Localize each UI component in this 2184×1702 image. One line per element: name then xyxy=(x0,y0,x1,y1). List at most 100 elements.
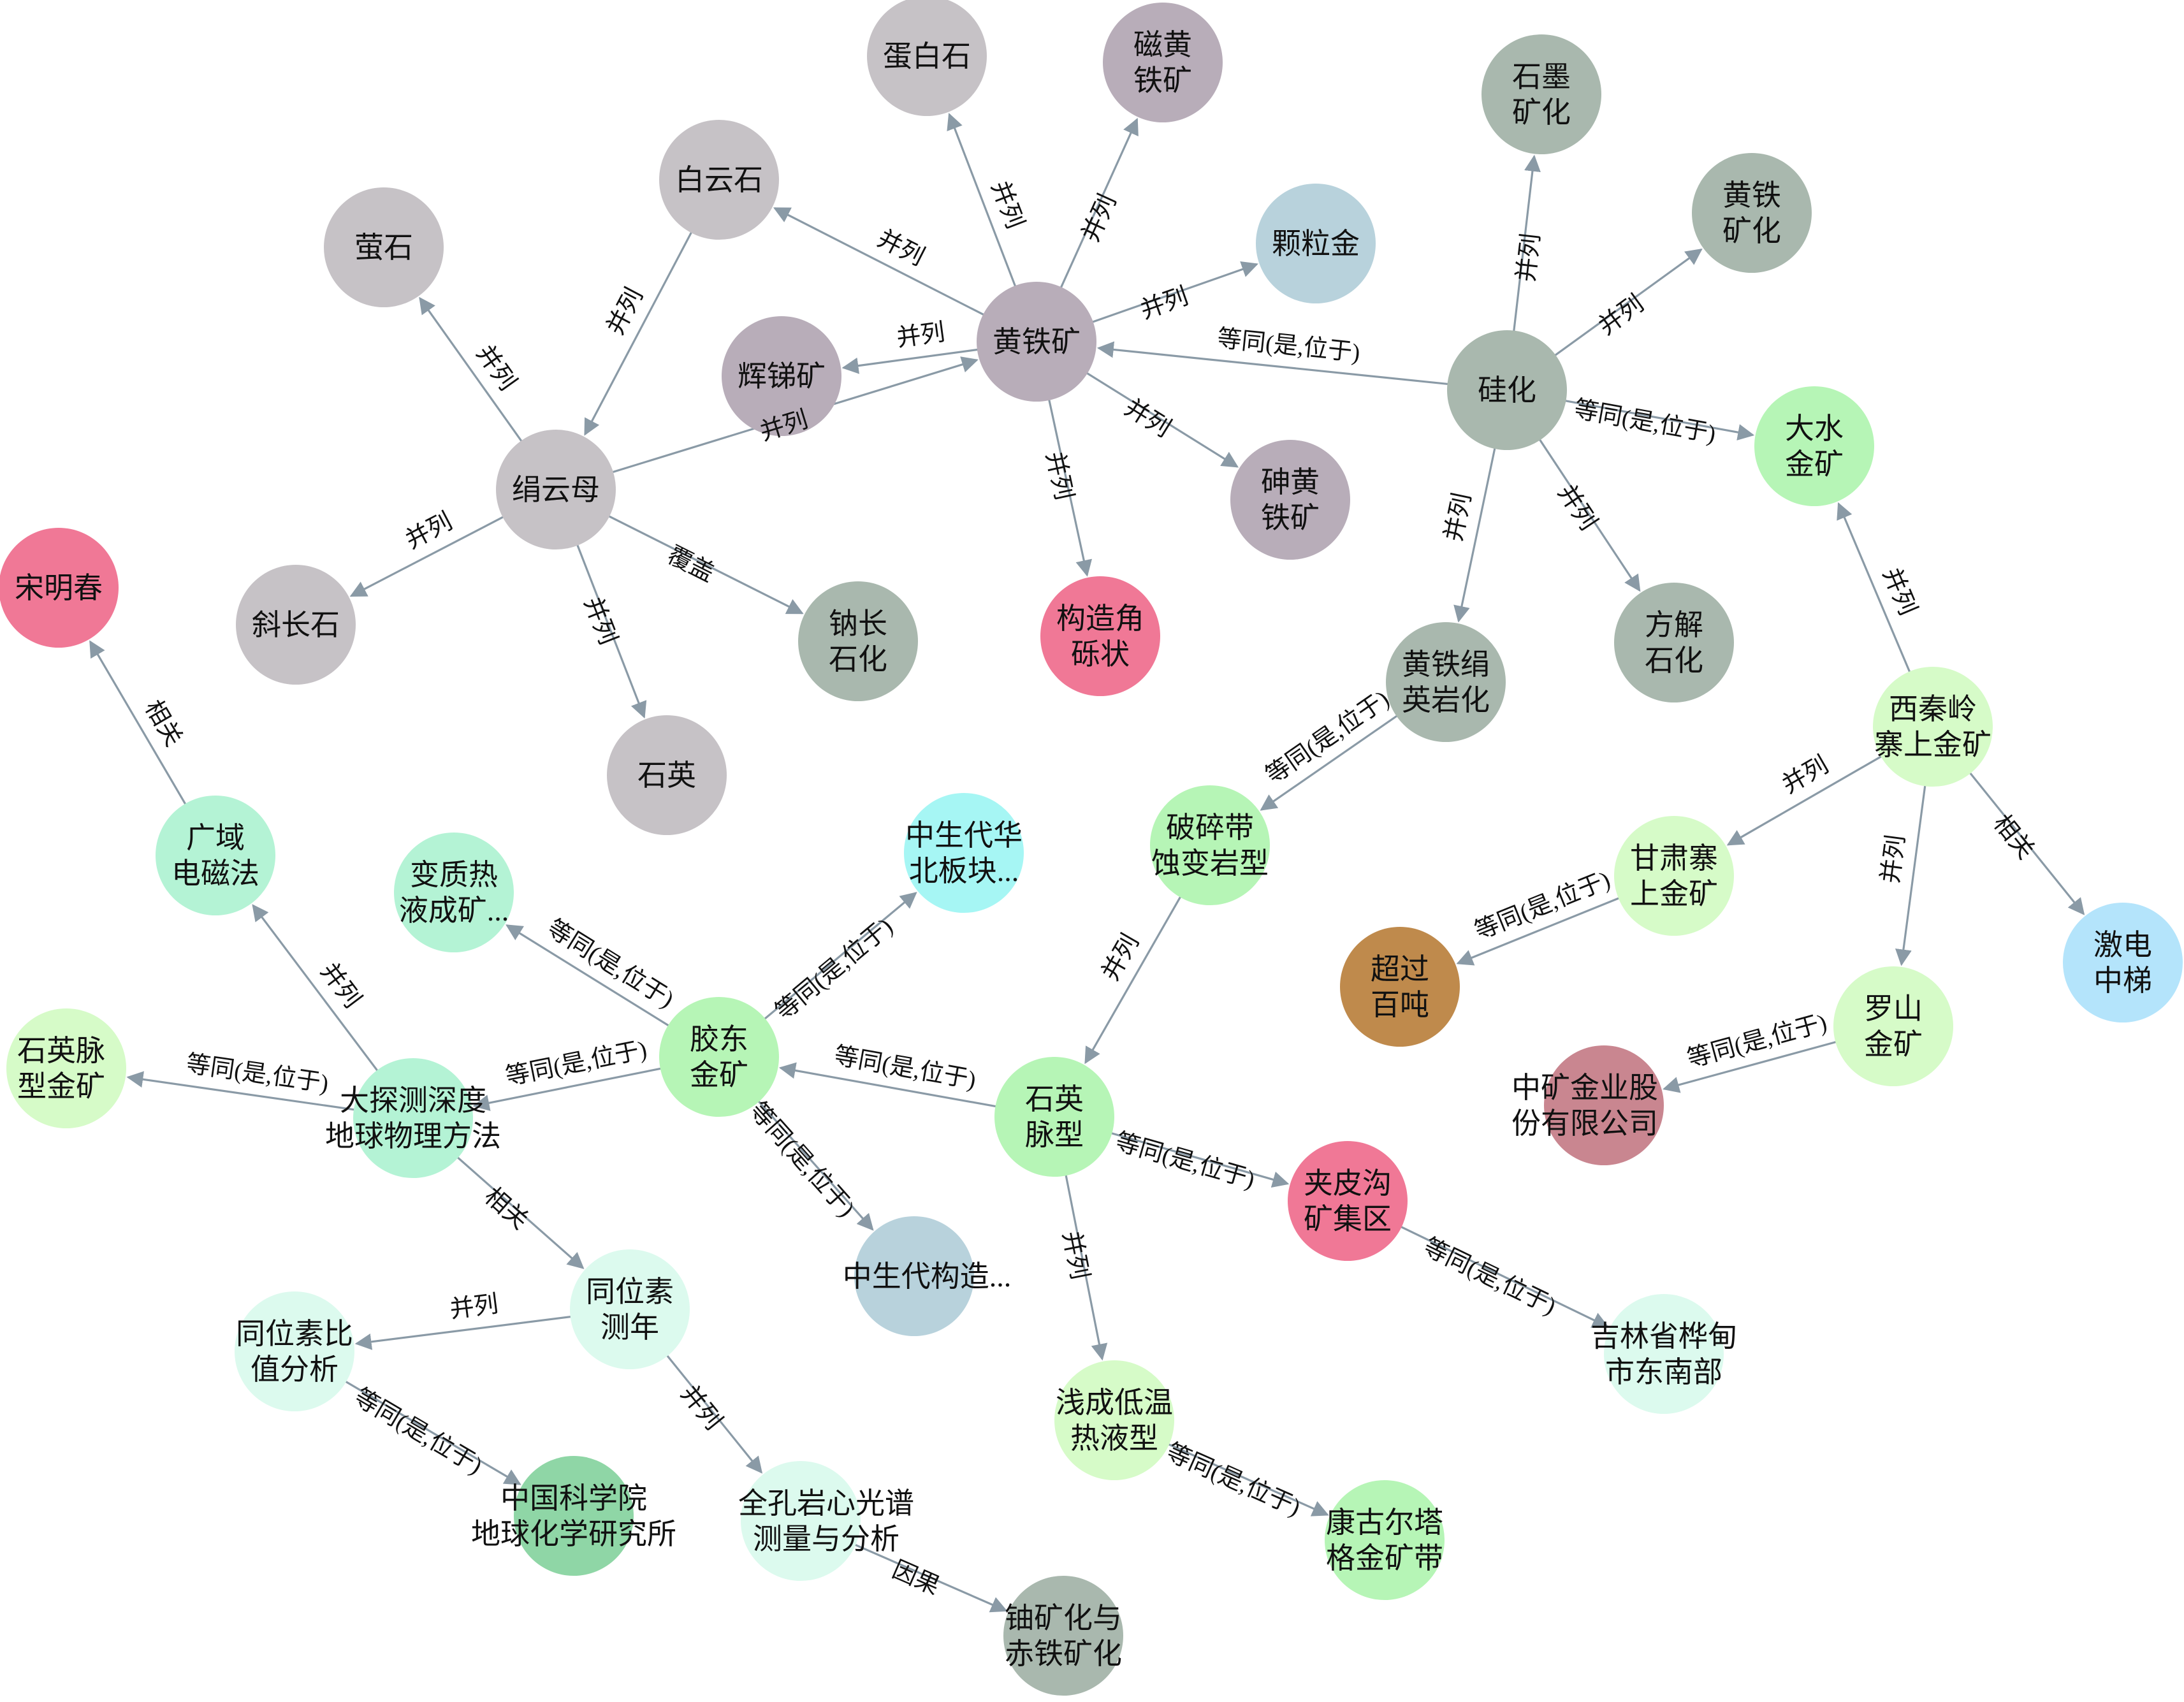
node-circle[interactable] xyxy=(236,565,356,685)
node-circle[interactable] xyxy=(904,793,1024,913)
node-circle[interactable] xyxy=(1150,785,1270,905)
edge-label: 等同(是,位于) xyxy=(1419,1233,1560,1320)
node-circle[interactable] xyxy=(1054,1360,1174,1480)
node-circle[interactable] xyxy=(1340,927,1460,1047)
node-n8[interactable]: 绢云母 xyxy=(496,430,616,549)
edge-n16-n7 xyxy=(1096,341,1474,388)
node-circle[interactable] xyxy=(1325,1480,1445,1600)
node-circle[interactable] xyxy=(977,282,1096,402)
node-circle[interactable] xyxy=(156,796,275,915)
edge-n30-n34 xyxy=(472,1062,687,1111)
node-n23[interactable]: 中生代华北板块... xyxy=(904,793,1024,913)
node-label: 超过 xyxy=(1371,953,1429,986)
edge-n32-n33 xyxy=(1663,1034,1862,1093)
node-circle[interactable] xyxy=(867,0,987,116)
node-circle[interactable] xyxy=(659,997,779,1117)
node-n37[interactable]: 中生代构造... xyxy=(843,1216,1012,1336)
node-circle[interactable] xyxy=(394,833,514,952)
node-n1[interactable]: 蛋白石 xyxy=(867,0,987,116)
node-circle[interactable] xyxy=(1614,583,1734,702)
node-circle[interactable] xyxy=(994,1057,1114,1177)
node-circle[interactable] xyxy=(1230,440,1350,560)
node-circle[interactable] xyxy=(1544,1045,1664,1165)
node-circle[interactable] xyxy=(1003,1576,1123,1696)
node-circle[interactable] xyxy=(1614,816,1734,936)
node-circle[interactable] xyxy=(1386,622,1506,742)
node-n22[interactable]: 变质热液成矿... xyxy=(394,833,514,952)
node-circle[interactable] xyxy=(1103,3,1223,122)
node-n7[interactable]: 黄铁矿 xyxy=(977,282,1096,402)
node-n10[interactable]: 斜长石 xyxy=(236,565,356,685)
node-circle[interactable] xyxy=(1288,1141,1408,1261)
node-label: 磁黄 xyxy=(1133,29,1192,61)
node-circle[interactable] xyxy=(722,316,841,436)
node-circle[interactable] xyxy=(1481,34,1601,154)
node-circle[interactable] xyxy=(607,715,727,835)
node-n20[interactable]: 宋明春 xyxy=(0,528,119,648)
node-circle[interactable] xyxy=(1833,966,1953,1086)
node-circle[interactable] xyxy=(798,581,918,701)
node-circle[interactable] xyxy=(324,187,444,307)
node-circle[interactable] xyxy=(1873,667,1993,787)
node-circle[interactable] xyxy=(6,1008,126,1128)
node-circle[interactable] xyxy=(1447,330,1567,450)
node-circle[interactable] xyxy=(235,1291,354,1411)
node-circle[interactable] xyxy=(1040,576,1160,696)
node-circle[interactable] xyxy=(496,430,616,549)
node-circle[interactable] xyxy=(353,1058,473,1178)
node-circle[interactable] xyxy=(741,1461,861,1581)
edge-n30-n22 xyxy=(506,924,692,1041)
node-circle[interactable] xyxy=(1256,184,1376,303)
node-circle[interactable] xyxy=(570,1249,690,1369)
node-n5[interactable]: 颗粒金 xyxy=(1256,184,1376,303)
node-circle[interactable] xyxy=(514,1456,634,1576)
node-label: 值分析 xyxy=(251,1353,339,1386)
edge-n36-n42 xyxy=(650,1334,763,1474)
node-n16[interactable]: 硅化 xyxy=(1447,330,1567,450)
node-circle[interactable] xyxy=(1692,153,1812,273)
node-n3[interactable]: 白云石 xyxy=(659,120,779,240)
node-circle[interactable] xyxy=(659,120,779,240)
node-circle[interactable] xyxy=(2063,903,2183,1022)
node-n13[interactable]: 石英 xyxy=(607,715,727,835)
node-circle[interactable] xyxy=(854,1216,974,1336)
node-circle[interactable] xyxy=(1754,386,1874,506)
node-label: 砾状 xyxy=(1071,638,1130,671)
edge-label: 并列 xyxy=(401,508,456,554)
node-circle[interactable] xyxy=(0,528,119,648)
edge-n31-n30 xyxy=(778,1062,1023,1112)
node-n6[interactable]: 辉锑矿 xyxy=(722,316,841,436)
node-circle[interactable] xyxy=(1604,1294,1724,1414)
node-n4[interactable]: 萤石 xyxy=(324,187,444,307)
